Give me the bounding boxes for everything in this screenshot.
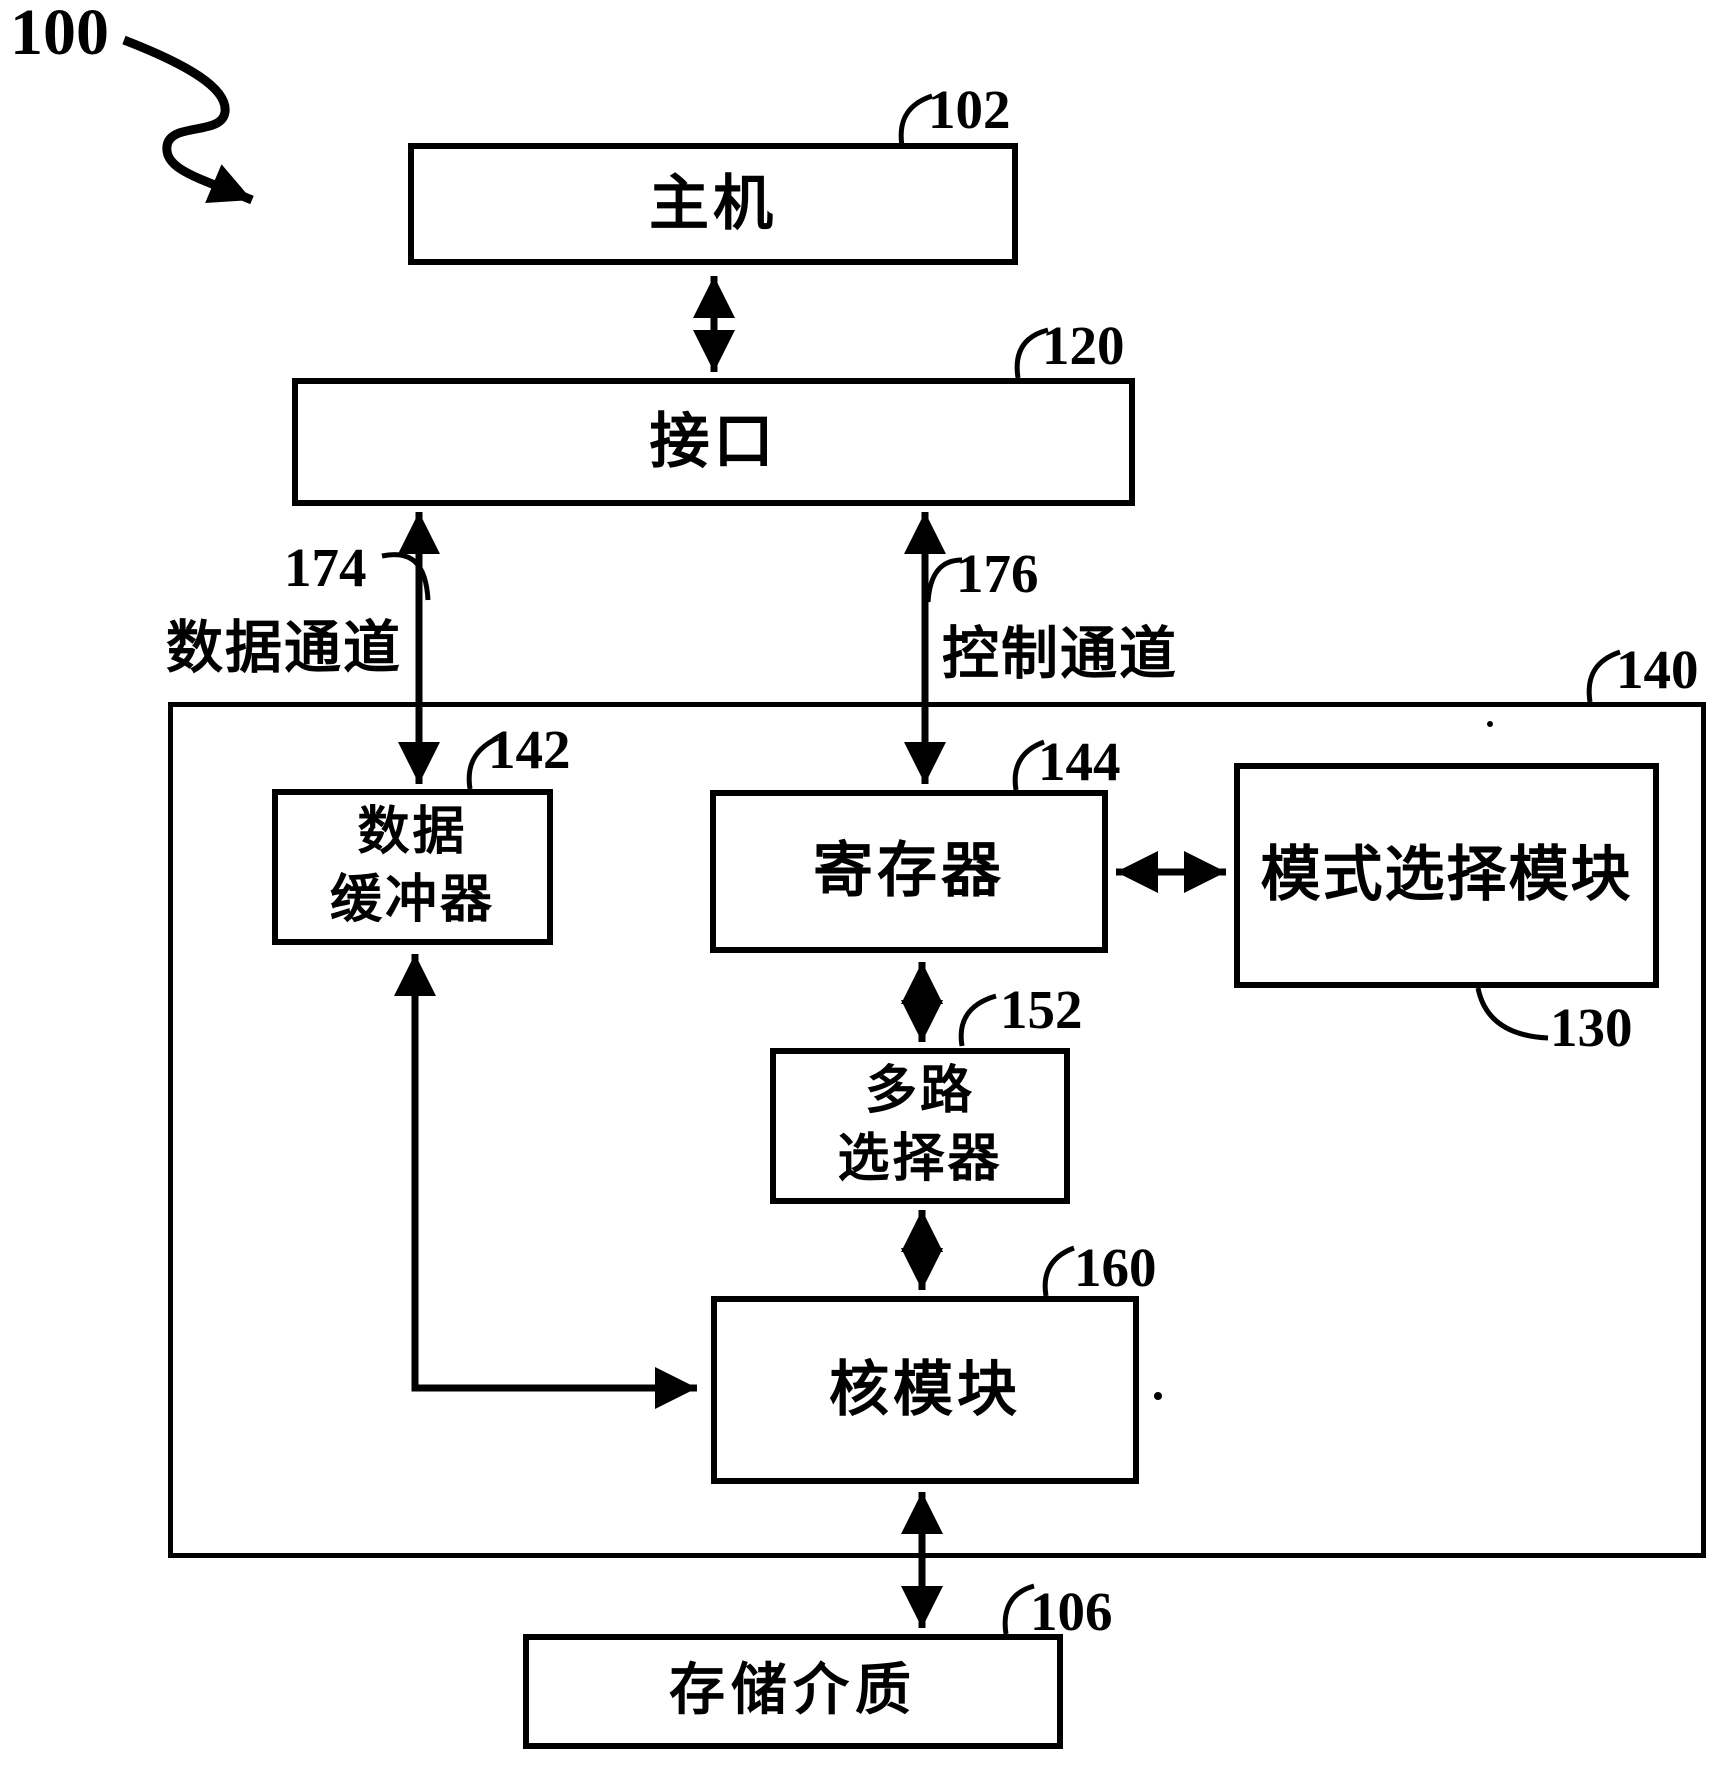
ref-number-mode-select: 130 xyxy=(1550,997,1633,1058)
ref-number-mux: 152 xyxy=(1000,979,1083,1040)
mode-select-label: 模式选择模块 xyxy=(1260,842,1633,908)
ref-number-controller: 140 xyxy=(1616,639,1699,700)
ref-number-register: 144 xyxy=(1038,731,1121,792)
register-label: 寄存器 xyxy=(813,838,1005,904)
ref-number-data-channel: 174 xyxy=(284,537,367,598)
mode-select-box: 模式选择模块 xyxy=(1234,763,1659,988)
storage-box: 存储介质 xyxy=(523,1634,1063,1749)
ref-number-interface: 120 xyxy=(1042,315,1125,376)
figure-ref-number: 100 xyxy=(10,0,109,69)
ref-number-host: 102 xyxy=(928,79,1011,140)
ref-number-control-channel: 176 xyxy=(956,543,1039,604)
figure-ref-squiggle-arrow xyxy=(122,35,254,205)
ref-number-data-buffer: 142 xyxy=(488,719,571,780)
data-buffer-box: 数据 缓冲器 xyxy=(272,789,553,945)
mux-label-line2: 选择器 xyxy=(837,1131,1003,1188)
ref-number-core: 160 xyxy=(1074,1237,1157,1298)
host-box: 主机 xyxy=(408,143,1018,265)
ref-leader-174 xyxy=(381,552,431,601)
control-channel-label: 控制通道 xyxy=(942,623,1178,686)
ref-number-storage: 106 xyxy=(1030,1581,1113,1642)
data-buffer-label-line1: 数据 xyxy=(357,804,468,862)
storage-label: 存储介质 xyxy=(669,1660,917,1723)
mux-label-line1: 多路 xyxy=(864,1063,975,1121)
data-buffer-label-line2: 缓冲器 xyxy=(329,872,495,929)
interface-box: 接口 xyxy=(292,378,1135,506)
host-label: 主机 xyxy=(649,170,777,237)
interface-label: 接口 xyxy=(649,408,778,475)
register-box: 寄存器 xyxy=(710,790,1108,953)
core-box: 核模块 xyxy=(711,1296,1139,1484)
core-label: 核模块 xyxy=(829,1356,1021,1423)
mux-box: 多路 选择器 xyxy=(770,1048,1070,1204)
data-channel-label: 数据通道 xyxy=(166,617,402,680)
